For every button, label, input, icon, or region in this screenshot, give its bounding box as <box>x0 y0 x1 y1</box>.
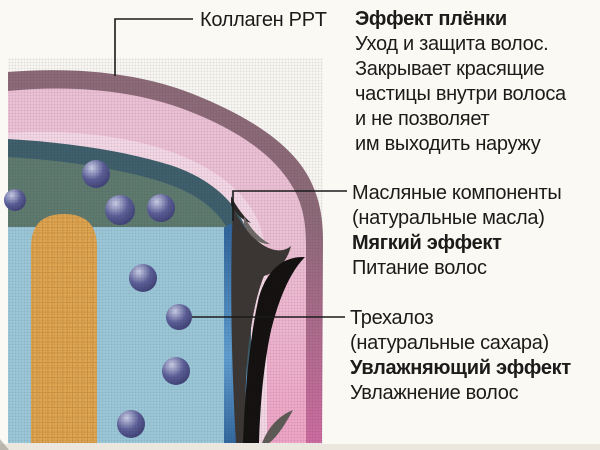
photo-corner-mark <box>0 439 9 450</box>
moisture-sphere <box>147 194 175 222</box>
trehalose-component-note: (натуральные сахара) <box>350 332 549 354</box>
moisture-sphere <box>4 189 26 211</box>
oil-effect-result: Питание волос <box>352 257 487 279</box>
trehalose-effect-result: Увлажнение волос <box>350 382 519 404</box>
moisture-sphere <box>162 357 190 385</box>
photo-edge-strip <box>0 444 600 450</box>
moisture-sphere <box>129 264 157 292</box>
oil-effect-title: Мягкий эффект <box>352 232 502 254</box>
moisture-sphere <box>82 160 110 188</box>
annotation-oil-components: Масляные компоненты (натуральные масла) … <box>352 181 562 281</box>
callout-line-collagen <box>114 18 193 76</box>
medulla-column <box>31 214 97 443</box>
film-effect-line: Закрывает красящие <box>355 58 545 80</box>
hair-strand-leaf-tip <box>262 410 293 443</box>
callout-lines <box>114 18 347 318</box>
film-effect-line: Уход и защита волос. <box>355 33 549 55</box>
hair-strand <box>231 196 305 443</box>
annotation-film-effect: Эффект плёнки Уход и защита волос. Закры… <box>355 7 566 157</box>
trehalose-component-name: Трехалоз <box>350 307 434 329</box>
collagen-ppt-label: Коллаген PPT <box>200 9 327 31</box>
hair-strand-light-streak <box>244 216 270 245</box>
oil-component-note: (натуральные масла) <box>352 207 545 229</box>
film-effect-title: Эффект плёнки <box>355 8 507 30</box>
moisture-sphere <box>105 195 135 225</box>
film-effect-line: частицы внутри волоса <box>355 83 566 105</box>
annotation-trehalose: Трехалоз (натуральные сахара) Увлажняющи… <box>350 306 571 406</box>
hair-strand-sliver <box>231 196 251 223</box>
hair-strand-black-blade <box>243 256 305 443</box>
film-effect-line: им выходить наружу <box>355 133 541 155</box>
moisture-sphere-trehalose-target <box>166 304 192 330</box>
moisture-spheres <box>4 160 192 438</box>
trehalose-effect-title: Увлажняющий эффект <box>350 357 571 379</box>
oil-component-name: Масляные компоненты <box>352 182 562 204</box>
film-effect-line: и не позволяет <box>355 108 490 130</box>
moisture-sphere <box>117 410 145 438</box>
hair-strand-gray-mass <box>231 207 291 443</box>
callout-line-oils <box>232 190 347 221</box>
